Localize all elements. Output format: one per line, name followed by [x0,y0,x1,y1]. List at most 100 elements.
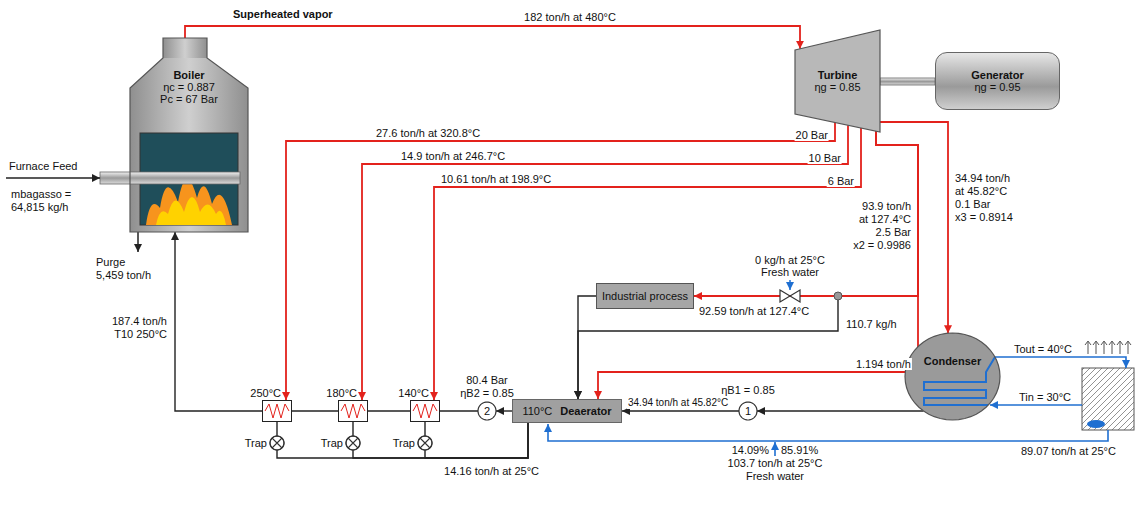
node-text: ηg = 0.95 [974,81,1020,93]
flow-line [424,422,425,436]
node-outline [270,436,284,450]
flow-line [277,423,528,458]
annotation-label: 0 kg/h at 25°C [754,254,826,266]
node-text: 2 [484,405,490,417]
annotation-label: 5,459 ton/h [95,269,152,281]
flow-line [440,410,478,411]
annotation-label: Tin = 30°C [1018,391,1072,403]
node-text: Industrial process [602,290,688,302]
annotation-label: at 45.82°C [954,185,1008,197]
node-text: 180°C [326,387,357,399]
annotation-label: 93.9 ton/h [861,200,912,212]
node-text: 110°C [522,405,552,417]
node-text: 1 [745,405,751,417]
node-text: Deaerator [560,405,611,417]
node-text: Condenser [924,355,981,367]
flow-label: 1.194 ton/h [855,358,912,370]
annotation-label: at 127.4°C [858,213,912,225]
annotation-label: x2 = 0.9986 [852,239,912,251]
annotation-label: 20 Bar [795,129,829,141]
flow-label: 182 ton/h at 480°C [523,11,617,23]
annotation-label: Fresh water [745,470,805,482]
annotation-label: 10 Bar [808,152,842,164]
node-outline-shape [905,333,1000,420]
annotation-label: Superheated vapor [232,8,334,20]
node-text: Boiler [173,69,204,81]
node-text: Trap [245,437,267,449]
node-outline-shape [130,38,248,232]
annotation-label: Purge [95,256,126,268]
flow-line [694,131,918,296]
node-outline-shape [795,30,880,132]
annotation-label: 34.94 ton/h [954,172,1011,184]
flow-line [578,296,596,399]
turbine-shaft [880,78,935,85]
flow-line [578,131,918,399]
flow-line [368,410,410,411]
flow-label: 110.7 kg/h [845,318,898,330]
annotation-label: Tout = 40°C [1013,343,1073,355]
annotation-label: x3 = 0.8914 [954,211,1014,223]
heat-exchanger: 180°C [338,400,368,422]
flow-label: 27.6 ton/h at 320.8°C [375,127,481,139]
cooling-tower [1082,341,1134,430]
generator: Generatorηg = 0.95 [935,52,1060,110]
node-outline-shape [418,436,432,450]
flow-line [175,232,262,411]
turbine: Turbineηg = 0.85 [795,30,880,132]
heat-exchanger: 140°C [410,400,440,422]
flow-label: 92.59 ton/h at 127.4°C [698,305,810,317]
annotation-label: 85.91% [780,444,819,456]
annotation-label: 2.5 Bar [875,226,912,238]
boiler: Boilerηc = 0.887Pc = 67 Bar [128,38,250,232]
annotation-label: T10 250°C [113,328,168,340]
flow-line [425,423,528,458]
condenser: Condenser [905,333,1000,420]
node-outline [128,38,250,232]
node-text: 250°C [250,387,281,399]
condenser-body [905,333,1000,420]
flow-label: 10.61 ton/h at 198.9°C [440,173,552,185]
annotation-label: mbagasso = [10,188,72,200]
flow-line [757,410,924,411]
flow-line [496,410,512,411]
node-text: Turbine [818,69,858,81]
node-outline-shape [346,436,360,450]
node-text: ηg = 0.85 [814,81,860,93]
annotation-label: 14.09% [731,444,770,456]
annotation-label: 64,815 kg/h [10,201,70,213]
flow-label: 34.94 ton/h at 45.82°C [627,397,729,409]
annotation-label: 0.1 Bar [954,198,991,210]
annotation-label: 103.7 ton/h at 25°C [727,457,824,469]
flow-line [352,422,353,436]
annotation-label: 80.4 Bar [465,374,509,386]
node-outline [346,436,360,450]
process-box: Industrial process [596,283,694,309]
pump-symbol: 2 [478,402,496,420]
annotation-label: 89.07 ton/h at 25°C [1020,445,1117,457]
node-text: ηc = 0.887 [163,81,215,93]
flow-line [185,26,800,49]
node-text: Trap [393,437,415,449]
node-outline-shape [478,402,496,420]
flow-line [276,422,277,436]
annotation-label: Fresh water [760,266,820,278]
annotation-label: ηB1 = 0.85 [720,384,776,396]
boiler-body [6,38,248,252]
trap-symbols [270,436,432,450]
pump-symbol: 1 [739,402,757,420]
node-outline [905,333,1000,420]
annotation-label: ηB2 = 0.85 [459,387,515,399]
node-text: Generator [971,69,1024,81]
heat-exchanger: 250°C [262,400,292,422]
heat-exchanger-coils [265,404,437,418]
water-lines [548,357,1126,456]
steam-trap: Trap [270,436,284,450]
annotation-label: Furnace Feed [8,160,78,172]
flow-line [622,410,739,411]
node-text: Pc = 67 Bar [160,93,218,105]
node-outline [418,436,432,450]
annotation-label: 6 Bar [827,175,855,187]
node-text: 140°C [398,387,429,399]
